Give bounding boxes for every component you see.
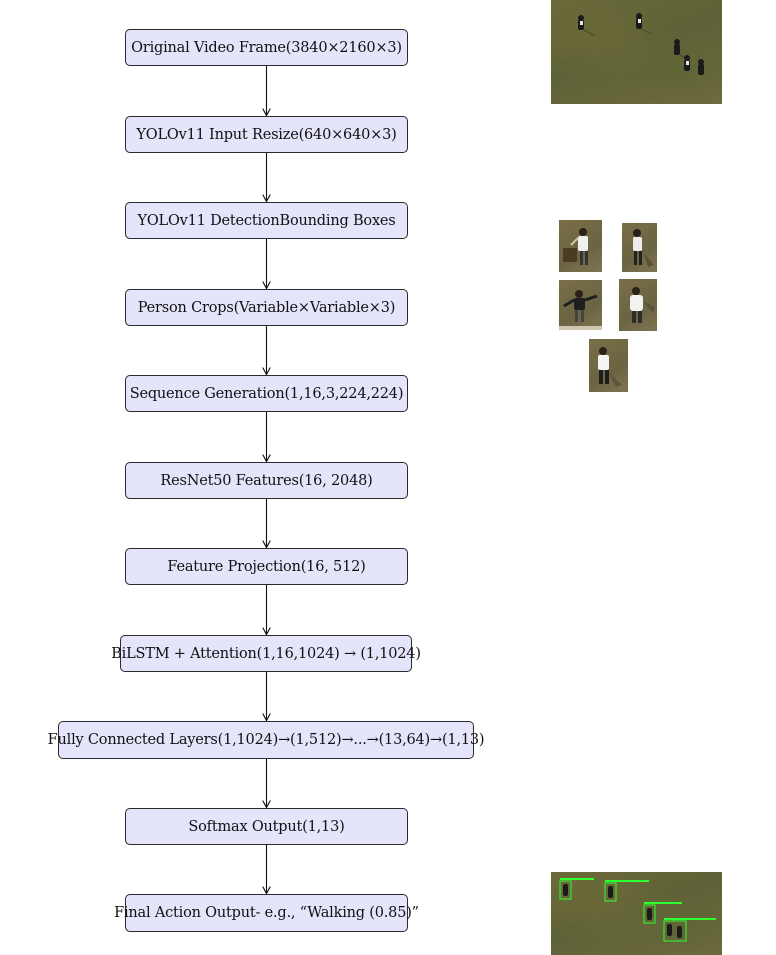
person-crop-2 — [622, 223, 657, 272]
person-crop-4 — [619, 279, 657, 331]
node-feature-projection: Feature Projection(16, 512) — [125, 548, 408, 585]
node-person-crops: Person Crops(Variable×Variable×3) — [125, 289, 408, 326]
node-final-action-output: Final Action Output- e.g., “Walking (0.8… — [114, 894, 419, 932]
person-crop-3 — [559, 280, 602, 330]
node-bilstm-attention: BiLSTM + Attention(1,16,1024) → (1,1024) — [111, 635, 421, 672]
frame-thumbnail — [551, 0, 722, 104]
person-crop-5 — [589, 339, 628, 392]
node-softmax-output: Softmax Output(1,13) — [125, 808, 408, 845]
node-original-video-frame: Original Video Frame(3840×2160×3) — [125, 29, 408, 66]
person-crop-1 — [559, 220, 602, 272]
node-fully-connected-layers: Fully Connected Layers(1,1024)→(1,512)→.… — [48, 721, 485, 759]
node-yolo-input-resize: YOLOv11 Input Resize(640×640×3) — [125, 116, 408, 153]
node-yolo-detection: YOLOv11 DetectionBounding Boxes — [125, 202, 408, 239]
node-resnet50-features: ResNet50 Features(16, 2048) — [125, 462, 408, 499]
node-sequence-generation: Sequence Generation(1,16,3,224,224) — [125, 375, 408, 412]
output-thumbnail — [551, 872, 722, 955]
